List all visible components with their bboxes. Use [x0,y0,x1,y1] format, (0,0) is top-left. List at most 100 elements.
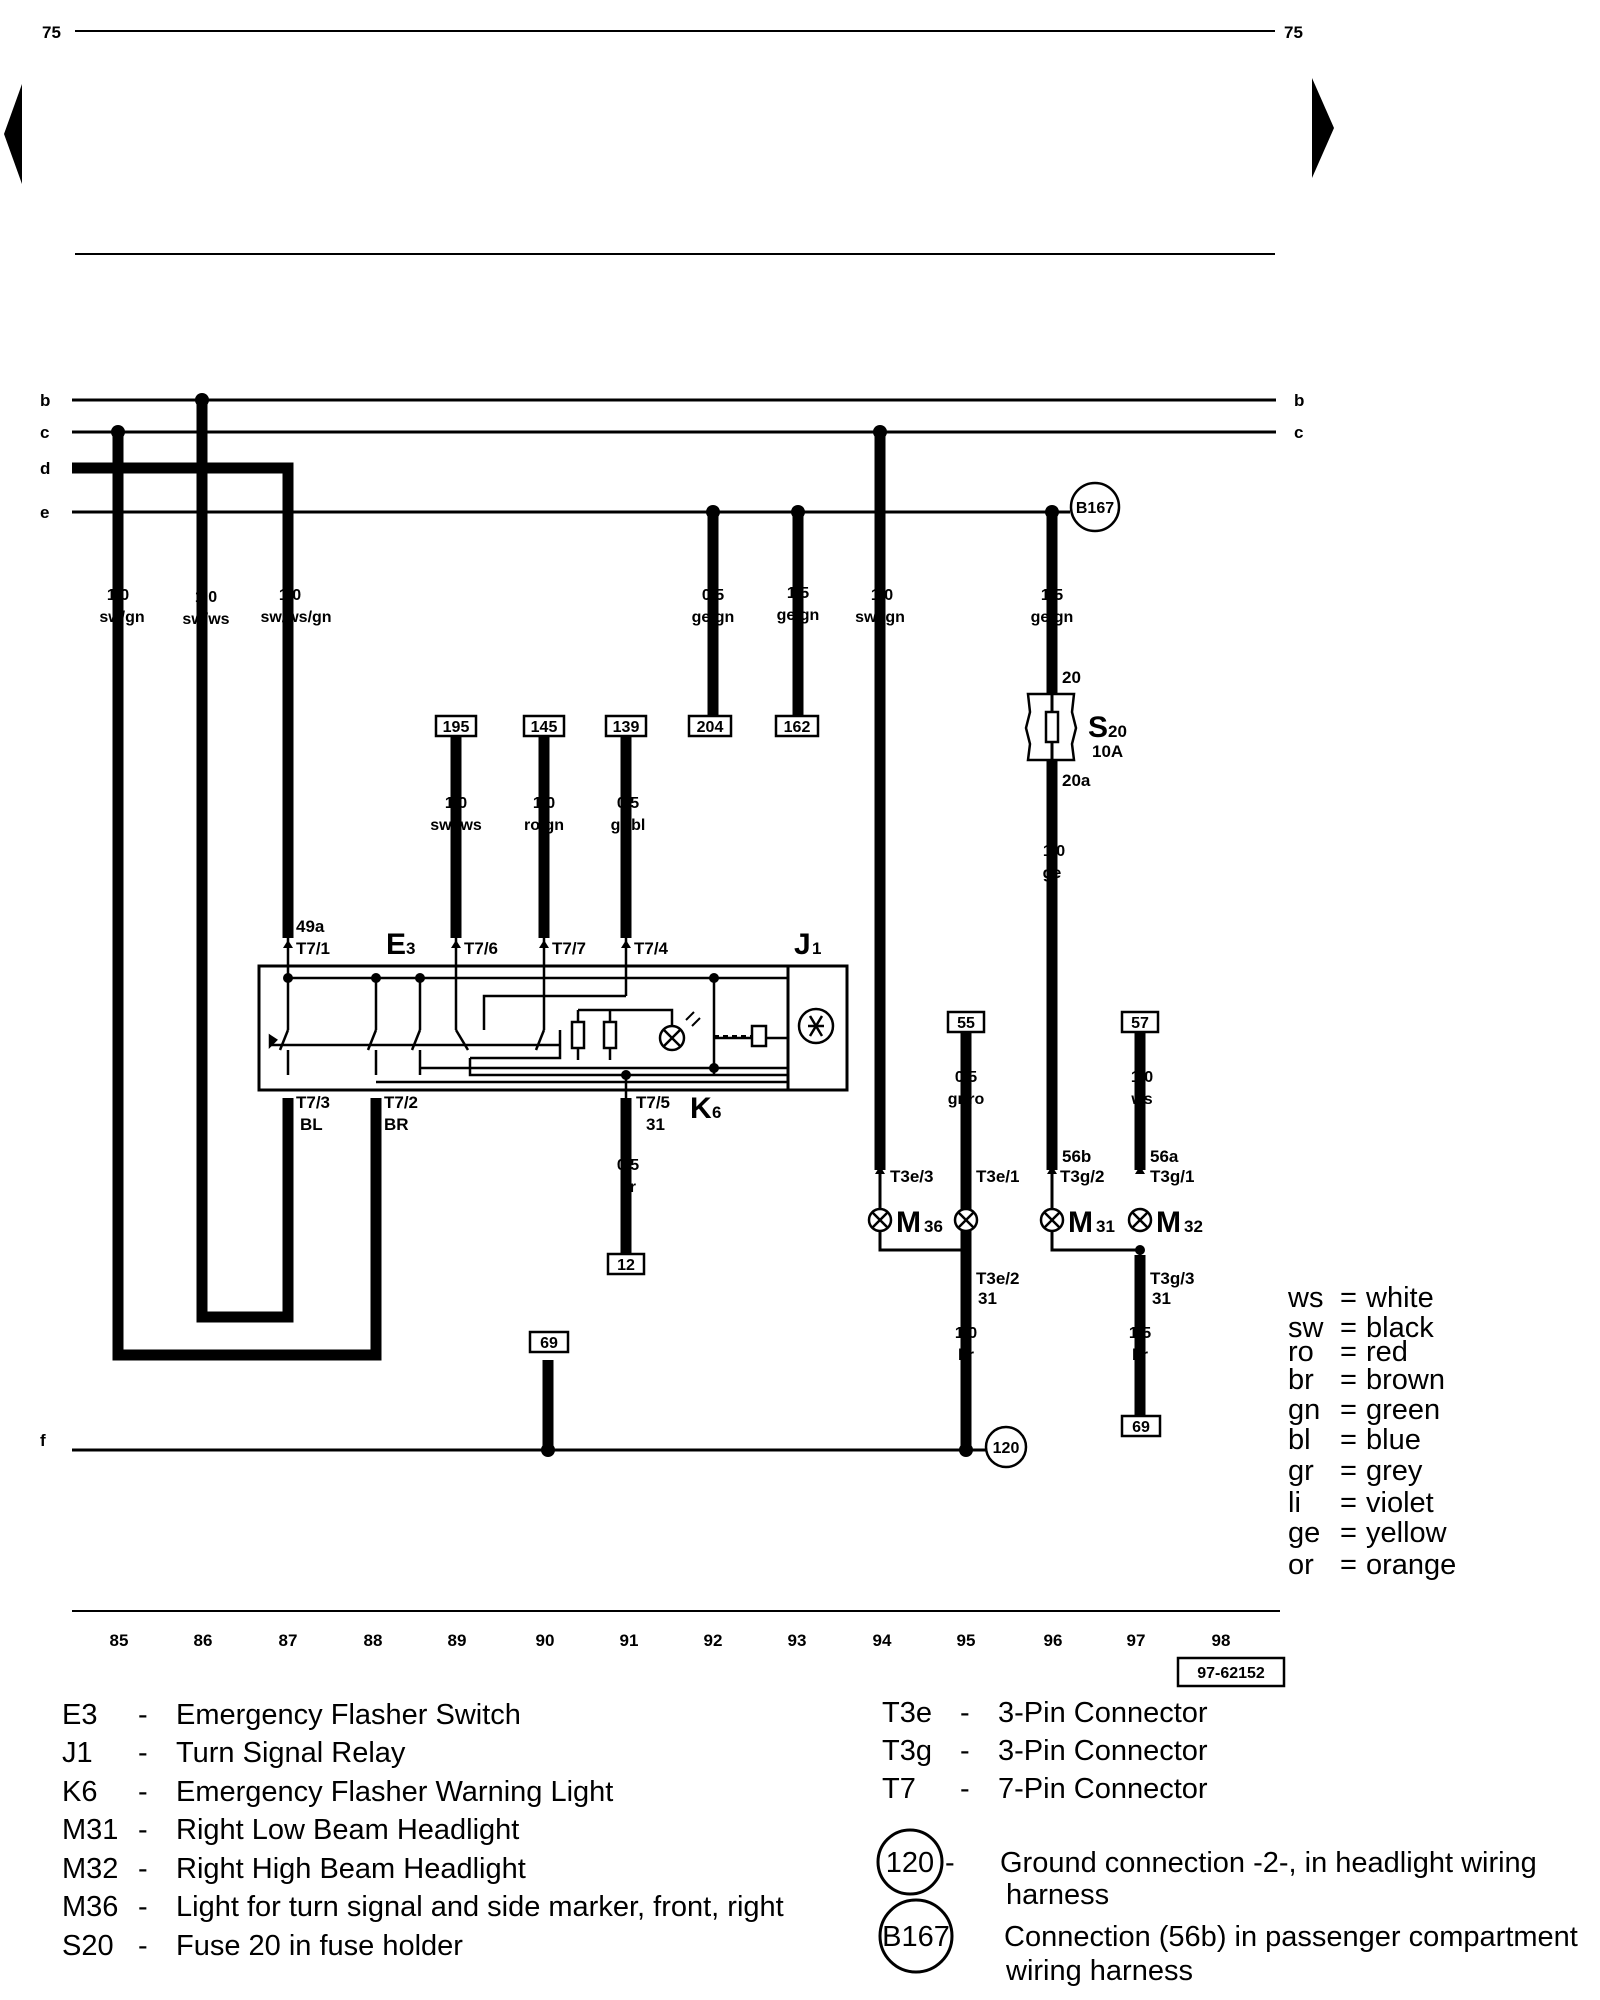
color-name: blue [1366,1424,1421,1456]
circle-120: 120 [993,1440,1020,1457]
column-number: 93 [788,1631,807,1650]
m31-sub: 31 [1096,1217,1115,1236]
resistor-icon [602,1020,618,1050]
color-name: violet [1366,1487,1434,1519]
equals-sign: = [1340,1487,1357,1519]
color-name: white [1365,1282,1434,1314]
lamp-m36-right-icon [953,1207,979,1233]
bus-f-label: f [40,1431,46,1450]
pin-label: T7/3 [296,1093,330,1112]
legend-text: Turn Signal Relay [176,1737,406,1769]
legend-text: 3-Pin Connector [998,1735,1208,1767]
wire-label-color: br [620,1179,636,1196]
legend-text: 7-Pin Connector [998,1773,1208,1805]
bus-lines: b b c c d e f [40,391,1304,1452]
equals-sign: = [1340,1424,1357,1456]
legend-text: Right Low Beam Headlight [176,1814,519,1846]
equals-sign: = [1340,1336,1357,1368]
ref-box: 57 [1131,1015,1149,1032]
color-code: bl [1288,1424,1311,1456]
wire-label-color: ge [1043,865,1062,882]
pin-label: T7/4 [634,939,669,958]
color-name: grey [1366,1455,1423,1487]
legend-dash: - [945,1847,955,1879]
equals-sign: = [1340,1455,1357,1487]
junction-dots [111,393,1059,1457]
wire-label-size: 1,0 [871,587,893,604]
wire-label-color: sw/ws/gn [260,609,331,626]
pin-labels: 49a T7/1 T7/6 T7/7 T7/4 T7/3 BL T7/2 BR … [296,917,1194,1308]
color-code: gn [1288,1394,1320,1426]
pin-label: T3g/2 [1060,1167,1104,1186]
column-number: 87 [279,1631,298,1650]
m36-label: M [896,1206,921,1239]
ref-box: 12 [617,1257,635,1274]
bus-c-label-right: c [1294,423,1303,442]
pin-label: T3g/1 [1150,1167,1194,1186]
wire-label-color: sw/ws [182,611,229,628]
equals-sign: = [1340,1282,1357,1314]
wire-label-size: 0,5 [617,795,639,812]
column-number: 89 [448,1631,467,1650]
legend-circle-icon [876,1828,944,1896]
column-number: 92 [704,1631,723,1650]
legend-text: Light for turn signal and side marker, f… [176,1891,784,1923]
wire-label-color: ro/gn [524,817,564,834]
previous-page-arrow-icon[interactable] [4,84,22,184]
legend-text: Ground connection -2-, in headlight wiri… [1000,1847,1537,1879]
color-code: ge [1288,1517,1320,1549]
column-number: 96 [1044,1631,1063,1650]
ref-box: 139 [613,719,640,736]
color-code: sw [1288,1312,1325,1344]
ref-box: 195 [443,719,470,736]
wire-label-size: 1,0 [279,587,301,604]
figure-id: 97-62152 [1197,1665,1265,1682]
wire-label-size: 1,0 [445,795,467,812]
color-code: or [1288,1549,1314,1581]
circle-b167: B167 [1076,500,1114,517]
wire-label-size: 1,5 [1129,1325,1151,1342]
color-code: li [1288,1487,1301,1519]
lamp-m31-icon [1039,1207,1065,1233]
pin-label: 56a [1150,1147,1179,1166]
wires [112,400,1146,1450]
pin-label: T3e/1 [976,1167,1019,1186]
wire-label-size: 1,0 [107,587,129,604]
legend-dash: - [138,1891,148,1923]
column-number: 91 [620,1631,639,1650]
legend-dash: - [138,1853,148,1885]
wire-label-color: br [1132,1347,1148,1364]
bus-b-label: b [40,391,50,410]
column-number: 90 [536,1631,555,1650]
connection-circles: B167 120 [966,481,1121,1469]
legend-circle-icon [878,1898,954,1974]
page-header: 75 75 [4,23,1334,255]
ref-box: 204 [697,719,724,736]
color-name: brown [1366,1364,1445,1396]
e3-sub: 3 [406,939,415,958]
legend-text: Connection (56b) in passenger compartmen… [1004,1921,1578,1953]
legend-text: Fuse 20 in fuse holder [176,1930,463,1962]
m32-label: M [1156,1206,1181,1239]
wire-label-color: ge/gn [1031,609,1074,626]
fuse-s20: 20 20a S 20 10A [1024,668,1127,790]
color-code: br [1288,1364,1314,1396]
wire-label-size: 1,0 [195,589,217,606]
lamp-m32-icon [1127,1207,1153,1233]
legend-text: Emergency Flasher Switch [176,1699,521,1731]
pin-label: T3g/3 [1150,1269,1194,1288]
pin-label: BR [384,1115,409,1134]
legend-code: T3e [882,1697,932,1729]
legend-dash: - [960,1697,970,1729]
legend-dash: - [138,1699,148,1731]
pin-label: T3e/2 [976,1269,1019,1288]
color-name: yellow [1366,1517,1448,1549]
wire-label-size: 1,0 [1043,843,1065,860]
pin-label: 31 [978,1289,997,1308]
next-page-arrow-icon[interactable] [1312,78,1334,178]
fuse-s20-sub: 20 [1108,722,1127,741]
legend-code: J1 [62,1737,93,1769]
ref-box: 162 [784,719,811,736]
relay-coil-icon [750,1024,768,1048]
